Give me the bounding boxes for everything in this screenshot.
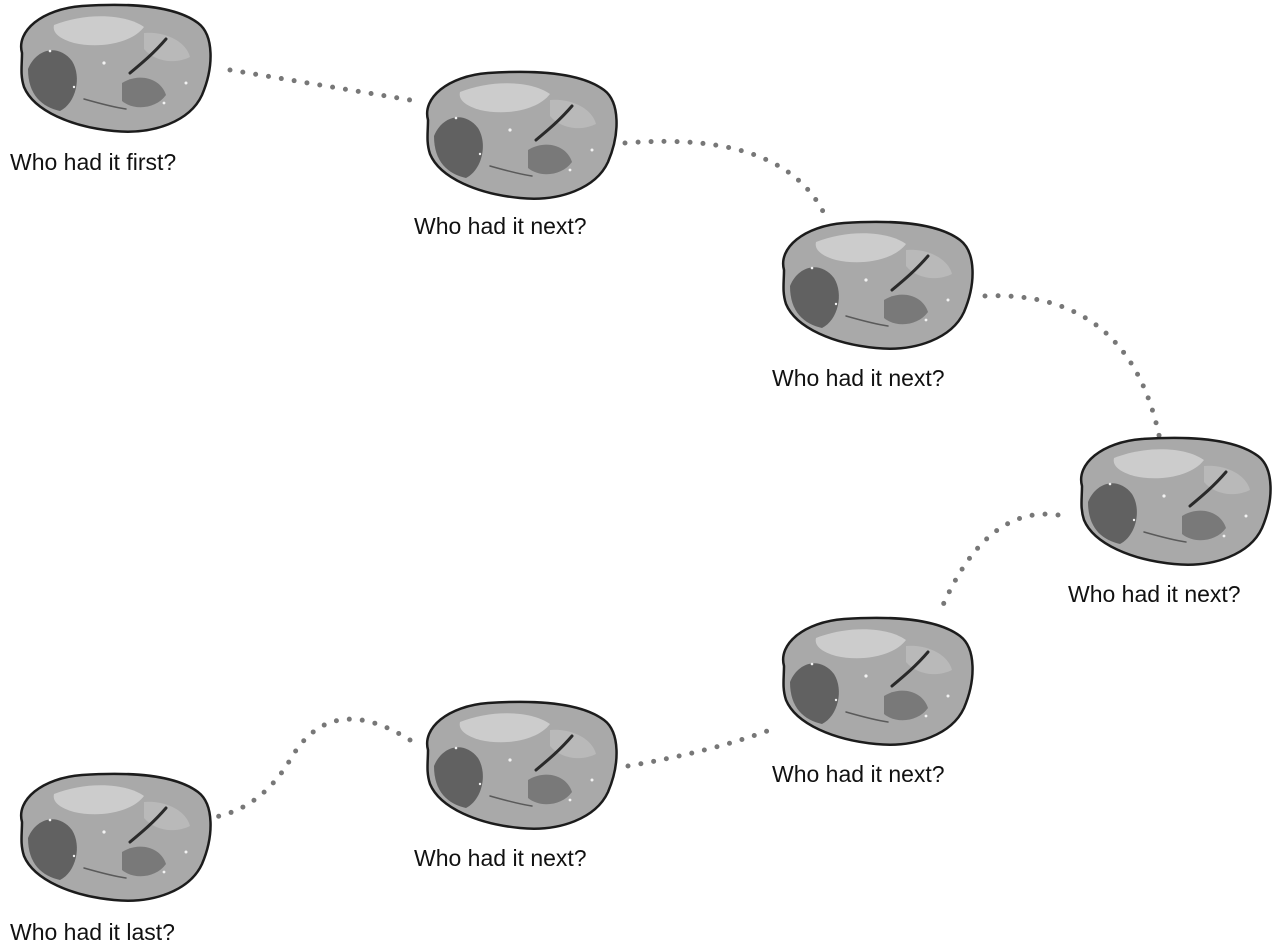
stone-label-last: Who had it last? — [10, 919, 175, 945]
stone-icon — [781, 220, 975, 351]
stone-icon — [781, 616, 975, 747]
stone-label-sixth: Who had it next? — [414, 845, 587, 871]
stone-icon — [19, 3, 213, 134]
stone-label-third: Who had it next? — [772, 365, 945, 391]
stone-label-fourth: Who had it next? — [1068, 581, 1241, 607]
dotted-path — [227, 67, 413, 103]
stone-icon — [425, 700, 619, 831]
dotted-path — [622, 138, 831, 225]
stone-icon — [19, 772, 213, 903]
stone-icon — [425, 70, 619, 201]
stone-label-fifth: Who had it next? — [772, 761, 945, 787]
dotted-path — [207, 716, 413, 821]
stone-label-second: Who had it next? — [414, 213, 587, 239]
dotted-path — [982, 293, 1163, 443]
dotted-path — [937, 511, 1061, 615]
stone-icon — [1079, 436, 1273, 567]
dotted-path — [625, 727, 773, 769]
stone-label-first: Who had it first? — [10, 149, 177, 175]
